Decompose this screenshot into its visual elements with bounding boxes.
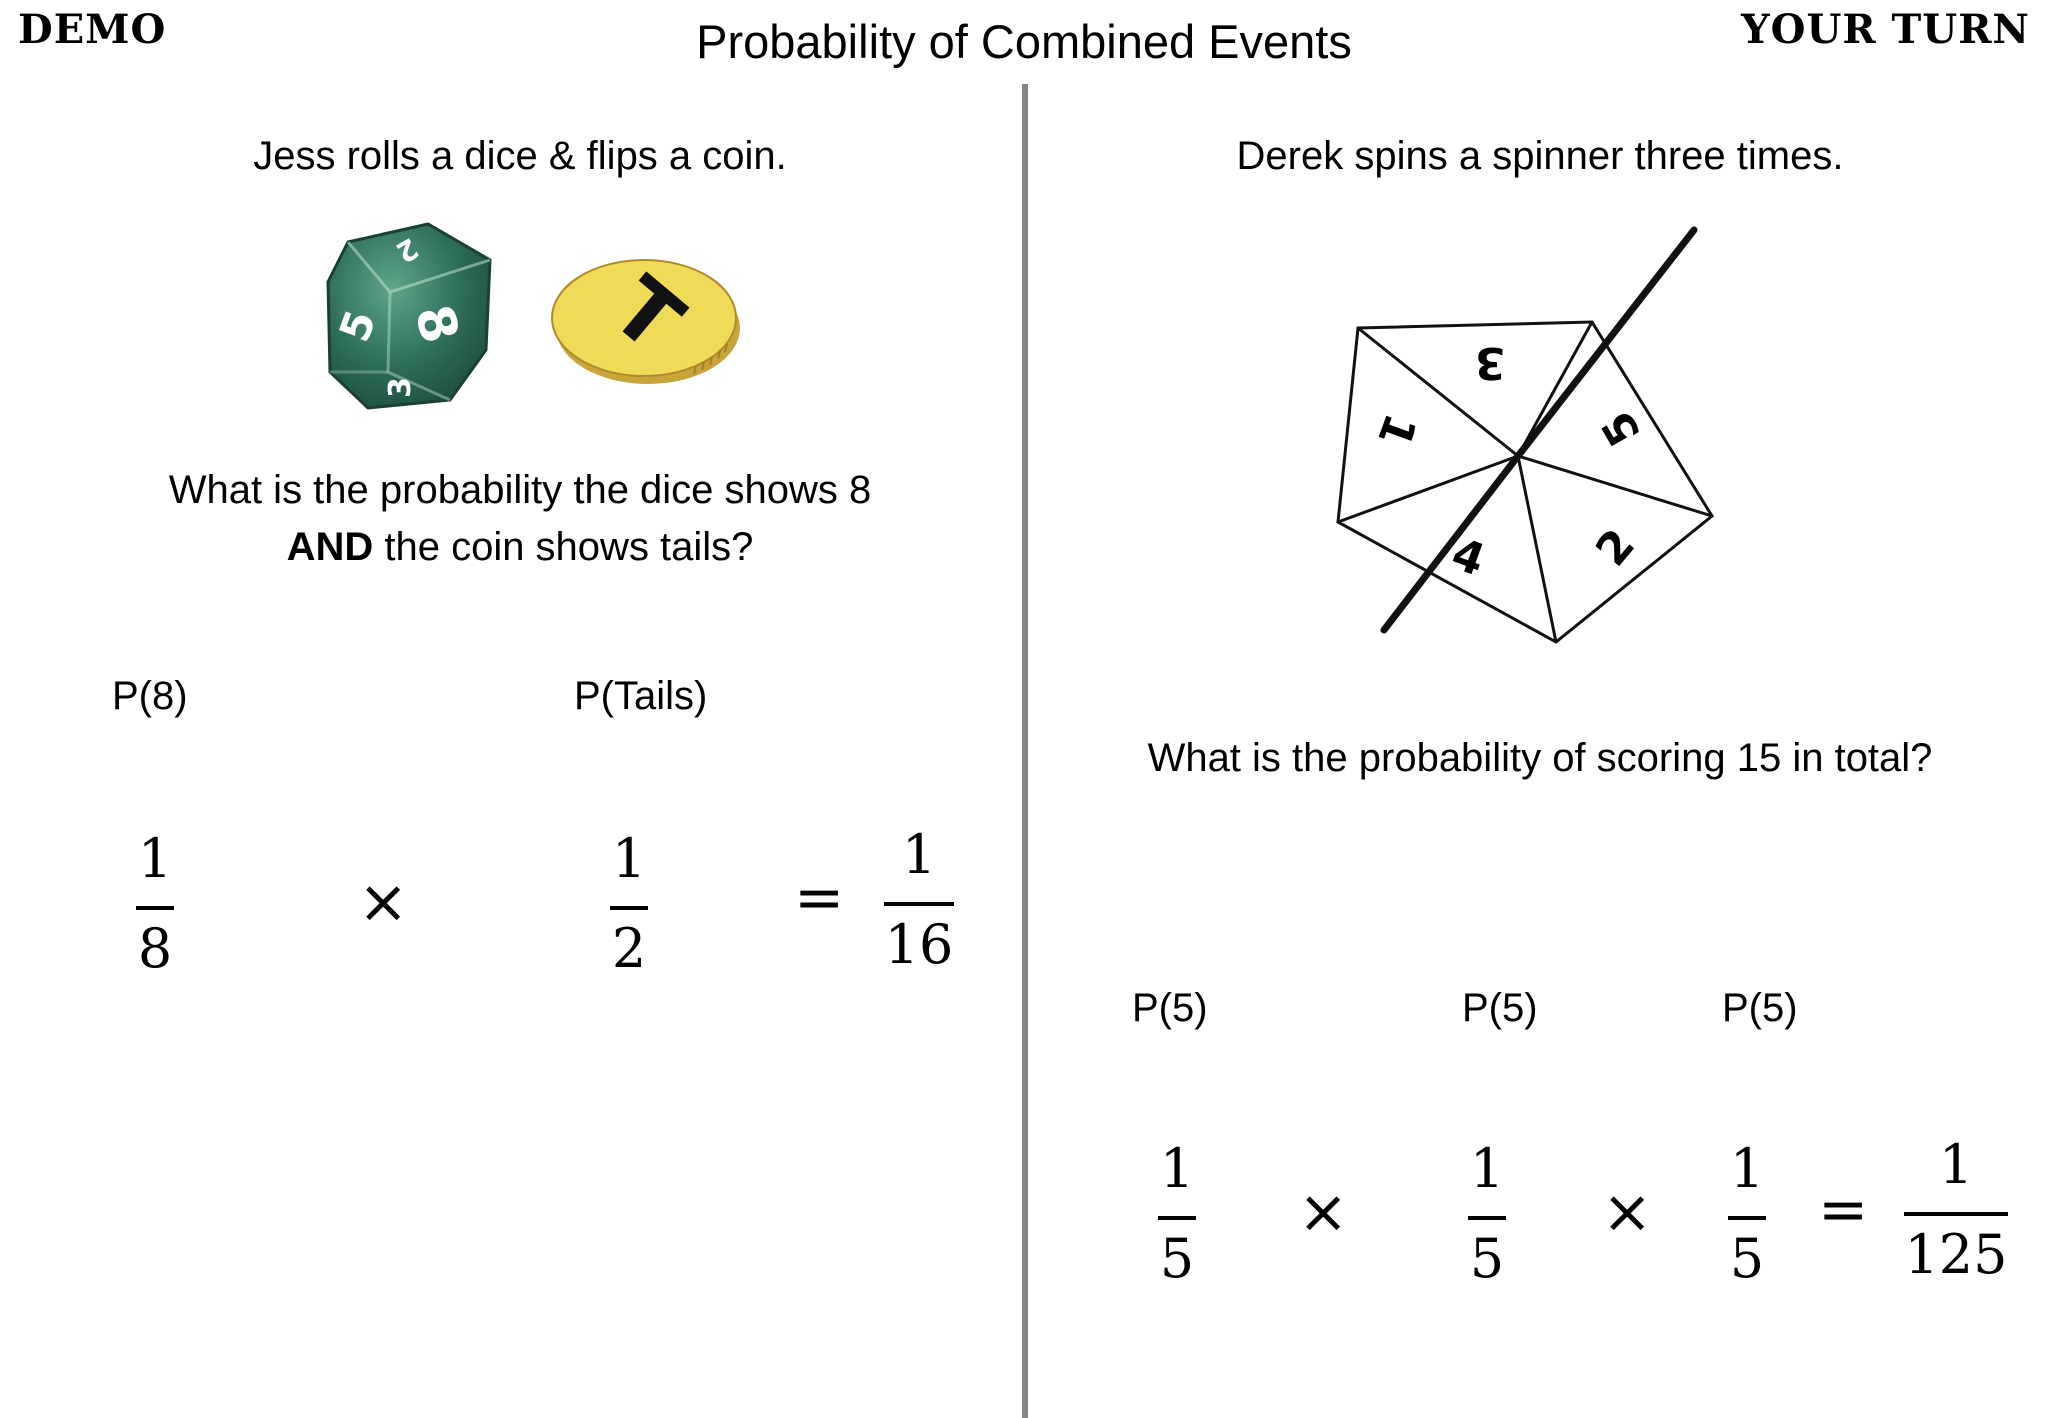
times-sign: × <box>358 867 409 937</box>
fraction-1-5-third: 1 5 <box>1728 1142 1766 1286</box>
left-question-line2: AND the coin shows tails? <box>40 519 1000 576</box>
times-sign: × <box>1602 1177 1653 1247</box>
fraction-1-5-first: 1 5 <box>1158 1142 1196 1286</box>
times-sign: × <box>1298 1177 1349 1247</box>
denominator: 5 <box>1729 1227 1765 1290</box>
numerator: 1 <box>137 827 173 890</box>
equals-sign: = <box>1818 1175 1869 1245</box>
numerator: 1 <box>901 823 937 886</box>
numerator: 1 <box>1938 1133 1974 1196</box>
spinner-diagram: 3 5 2 4 1 <box>1336 226 1714 644</box>
denominator: 5 <box>1469 1227 1505 1290</box>
spinner-number: 3 <box>1475 337 1506 388</box>
demo-label: DEMO <box>18 6 167 53</box>
equals-sign: = <box>794 863 845 933</box>
fraction-1-8: 1 8 <box>136 832 174 976</box>
fraction-bar <box>610 906 648 910</box>
fraction-bar <box>1728 1216 1766 1220</box>
denominator: 125 <box>1904 1223 2008 1286</box>
your-turn-label: YOUR TURN <box>1741 6 2030 53</box>
label-p-5-second: P(5) <box>1462 986 1538 1030</box>
right-scenario: Derek spins a spinner three times. <box>1236 134 1844 178</box>
denominator: 2 <box>611 917 647 980</box>
fraction-result-1-125: 1 125 <box>1904 1138 2008 1282</box>
fraction-bar <box>1904 1212 2008 1216</box>
left-scenario: Jess rolls a dice & flips a coin. <box>253 134 787 178</box>
fraction-result-1-16: 1 16 <box>884 828 954 972</box>
coin-icon: T <box>551 258 740 384</box>
denominator: 16 <box>884 913 954 976</box>
left-question: What is the probability the dice shows 8… <box>40 462 1000 576</box>
dice-face: 3 <box>383 377 418 398</box>
fraction-1-2: 1 2 <box>610 832 648 976</box>
denominator: 5 <box>1159 1227 1195 1290</box>
spinner-arrow <box>1514 226 1698 460</box>
label-p-tails: P(Tails) <box>574 674 708 718</box>
page-title: Probability of Combined Events <box>696 15 1352 68</box>
right-question: What is the probability of scoring 15 in… <box>1147 736 1933 780</box>
and-emphasis: AND <box>286 525 374 569</box>
label-p-8: P(8) <box>112 674 188 718</box>
fraction-bar <box>884 902 954 906</box>
fraction-bar <box>1158 1216 1196 1220</box>
left-question-line1: What is the probability the dice shows 8 <box>168 468 872 512</box>
numerator: 1 <box>611 827 647 890</box>
fraction-1-5-second: 1 5 <box>1468 1142 1506 1286</box>
denominator: 8 <box>137 917 173 980</box>
panel-divider <box>1022 84 1028 1418</box>
numerator: 1 <box>1729 1137 1765 1200</box>
spinner-arrow-tail <box>1380 452 1522 634</box>
dice-icon: 2 8 5 3 <box>326 222 492 410</box>
label-p-5-third: P(5) <box>1722 986 1798 1030</box>
numerator: 1 <box>1469 1137 1505 1200</box>
fraction-bar <box>1468 1216 1506 1220</box>
coin-ridge-marks <box>693 343 728 375</box>
left-question-rest: the coin shows tails? <box>373 525 754 569</box>
fraction-bar <box>136 906 174 910</box>
label-p-5-first: P(5) <box>1132 986 1208 1030</box>
numerator: 1 <box>1159 1137 1195 1200</box>
